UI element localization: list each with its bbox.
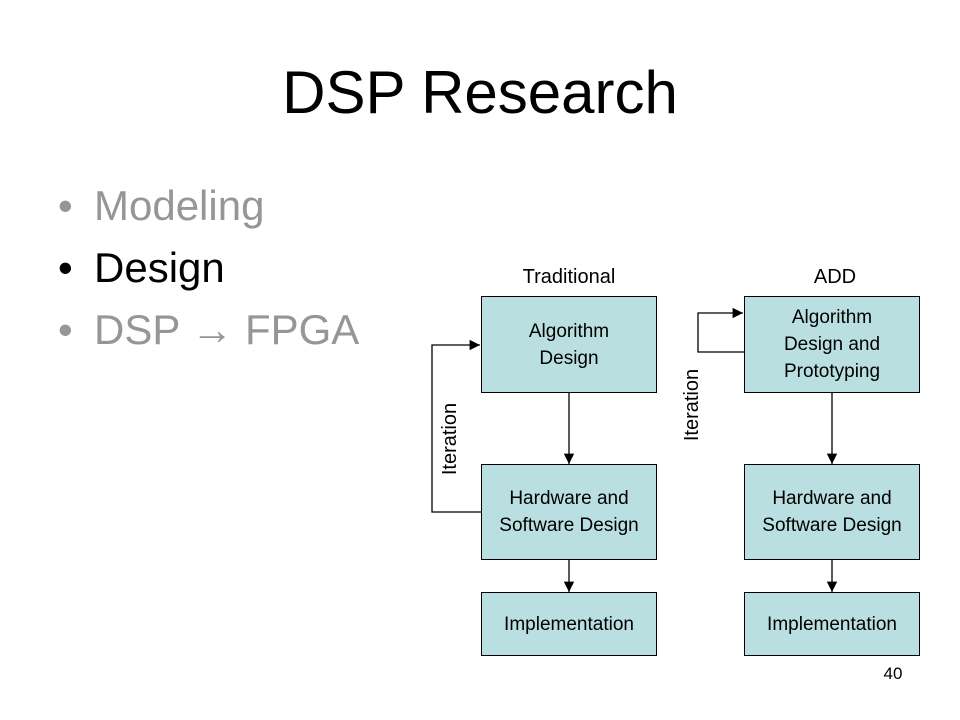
trad-iteration-loop [431, 339, 481, 513]
page-number: 40 [883, 664, 903, 683]
add-hw-sw-design-box: Hardware and Software Design [744, 464, 920, 560]
trad-iteration-label: Iteration [439, 402, 461, 476]
bullet-design: • Design [58, 237, 359, 299]
slide-title: DSP Research [282, 59, 678, 126]
add-algorithm-prototyping-box: Algorithm Design and Prototyping [744, 296, 920, 393]
bullet-text: DSP → FPGA [94, 306, 360, 353]
bullet-modeling: • Modeling [58, 175, 359, 237]
bullet-list: • Modeling • Design • DSP → FPGA [58, 175, 359, 361]
add-implementation-box: Implementation [744, 592, 920, 656]
trad-algorithm-design-box: Algorithm Design [481, 296, 657, 393]
add-iteration-loop [697, 307, 744, 353]
traditional-heading: Traditional [522, 266, 616, 288]
bullet-text: Design [94, 244, 225, 291]
bullet-marker: • [58, 306, 73, 353]
add-iteration-label: Iteration [681, 368, 703, 442]
add-heading: ADD [813, 266, 857, 288]
bullet-dsp-fpga: • DSP → FPGA [58, 299, 359, 361]
trad-hw-sw-design-box: Hardware and Software Design [481, 464, 657, 560]
bullet-marker: • [58, 244, 73, 291]
trad-implementation-box: Implementation [481, 592, 657, 656]
bullet-text: Modeling [94, 182, 265, 229]
bullet-marker: • [58, 182, 73, 229]
